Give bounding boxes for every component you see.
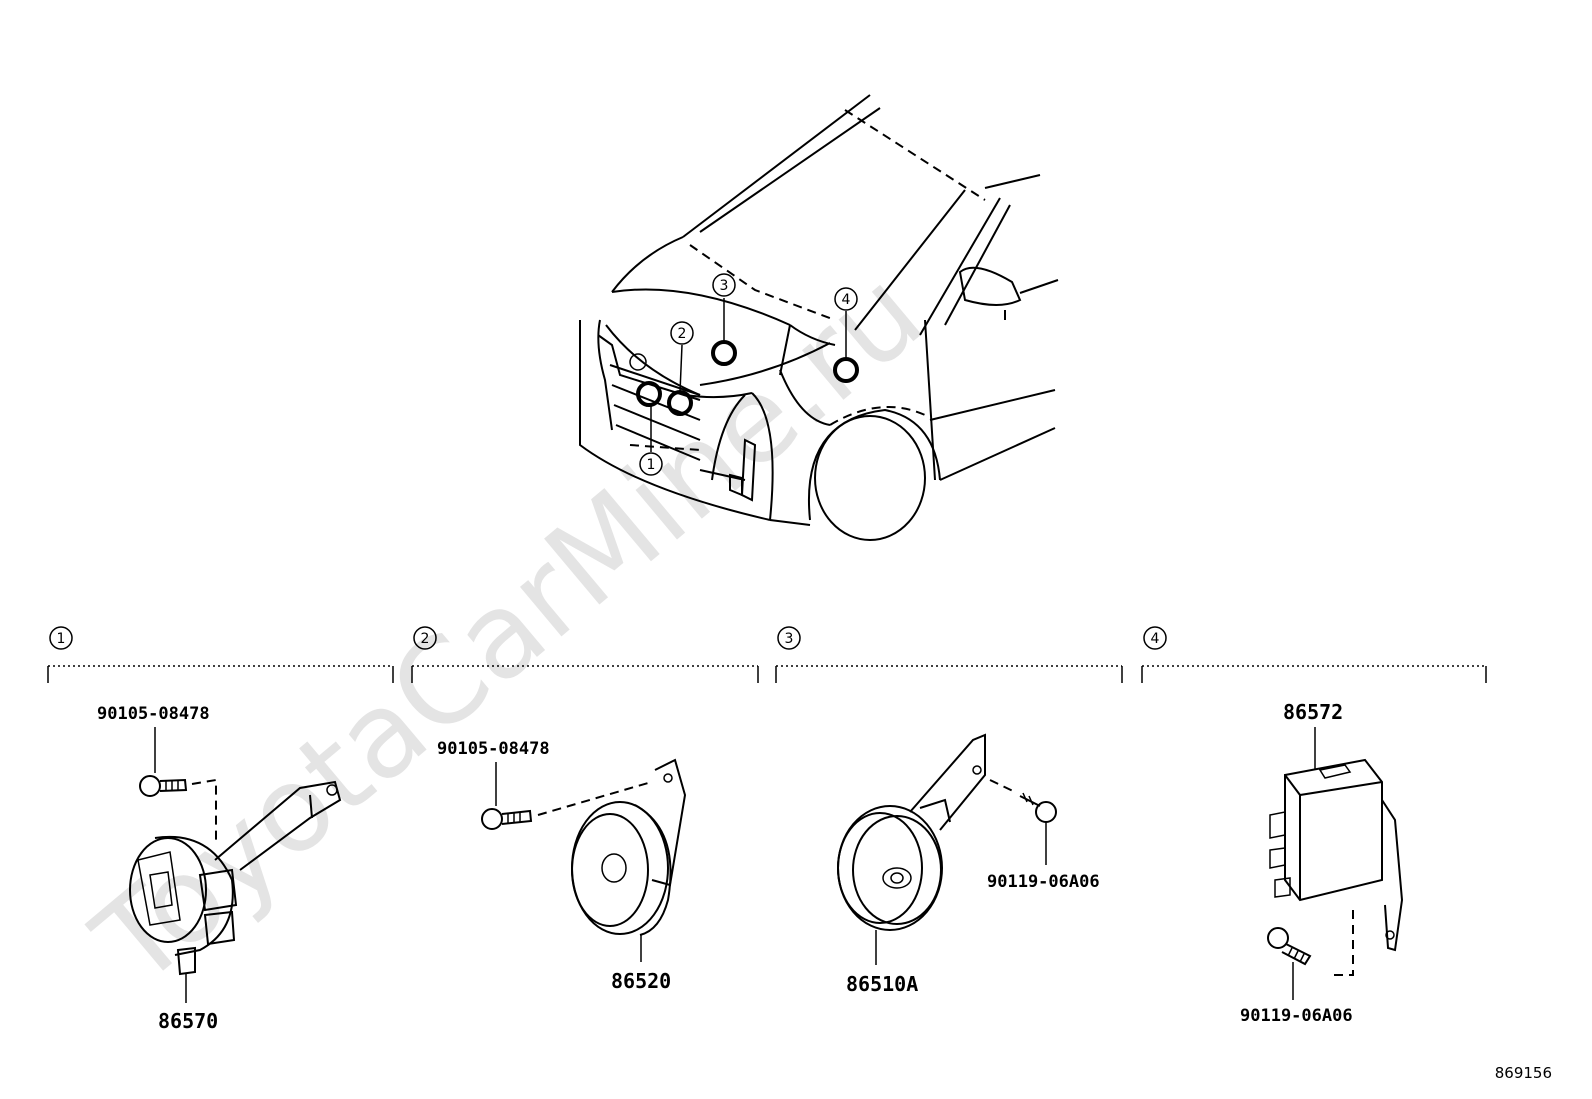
section-number: 1	[57, 631, 66, 647]
section-4-header: 4	[1141, 626, 1487, 683]
locator-3: 3	[712, 273, 736, 297]
section-3-header: 3	[775, 626, 1123, 683]
section-2-parts: 90105-08478 86520	[437, 739, 687, 993]
section-number: 4	[1151, 631, 1160, 647]
part-number: 86570	[158, 1009, 218, 1033]
diagram-reference-number: 869156	[1495, 1064, 1552, 1082]
control-module-relay-icon	[1269, 758, 1404, 952]
section-number: 3	[785, 631, 794, 647]
bolt-icon	[1267, 927, 1312, 966]
part-number: 86572	[1283, 700, 1343, 724]
section-1-header: 1	[47, 626, 394, 683]
section-4-parts: 86572 90119-06A06	[1240, 700, 1404, 1026]
locator-number: 3	[720, 278, 729, 294]
spiral-cable-clock-spring-icon	[129, 780, 342, 976]
bolt-icon	[139, 775, 188, 797]
part-number: 90105-08478	[437, 739, 550, 759]
section-1-parts: 90105-08478 86570	[97, 704, 342, 1033]
part-number: 86520	[611, 969, 671, 993]
section-3-parts: 90119-06A06 86510A	[837, 733, 1100, 996]
locator-number: 4	[842, 292, 851, 308]
horn-low-pitch-icon	[571, 758, 687, 936]
horn-high-pitch-icon	[837, 733, 986, 931]
part-number: 90119-06A06	[1240, 1006, 1353, 1026]
bolt-icon	[1019, 792, 1057, 823]
section-number: 2	[421, 631, 430, 647]
watermark: ToyotaCarMine.ru	[69, 243, 948, 1012]
part-number: 90119-06A06	[987, 872, 1100, 892]
locator-number: 2	[678, 326, 687, 342]
bolt-icon	[481, 808, 533, 830]
locator-2: 2	[670, 321, 694, 345]
locator-number: 1	[647, 457, 656, 473]
locator-4: 4	[834, 287, 858, 311]
part-number: 86510A	[846, 972, 918, 996]
part-number: 90105-08478	[97, 704, 210, 724]
section-2-header: 2	[411, 626, 759, 683]
vehicle-front-outline-icon	[579, 94, 1059, 541]
locator-1: 1	[639, 452, 663, 476]
